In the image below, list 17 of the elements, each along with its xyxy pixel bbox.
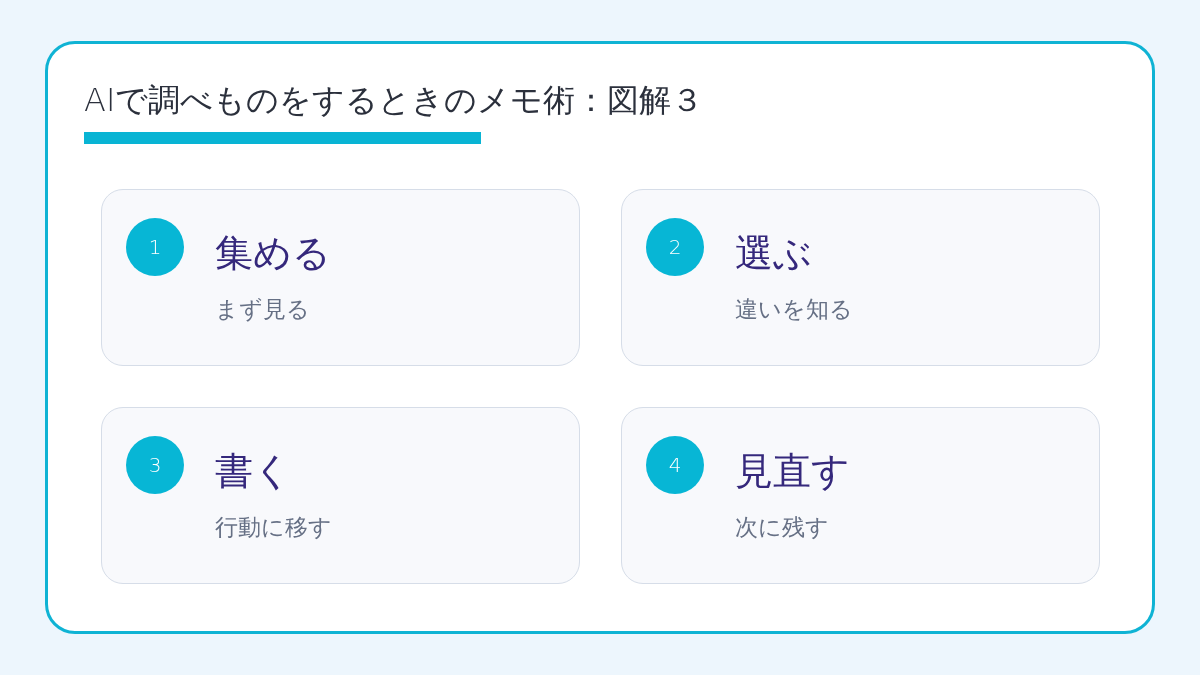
step-title: 集める [215, 230, 331, 276]
step-card [621, 407, 1100, 584]
step-card [621, 189, 1100, 366]
step-title: 選ぶ [735, 230, 812, 276]
step-number-badge: 4 [646, 436, 704, 494]
step-title: 書く [215, 448, 292, 494]
step-subtitle: 行動に移す [215, 513, 332, 542]
step-number-badge: 3 [126, 436, 184, 494]
step-subtitle: まず見る [215, 295, 310, 324]
step-subtitle: 次に残す [735, 513, 829, 542]
diagram-title: AIで調べものをするときのメモ術：図解３ [84, 80, 704, 121]
step-subtitle: 違いを知る [735, 295, 853, 324]
step-card [101, 407, 580, 584]
step-card [101, 189, 580, 366]
step-number-badge: 1 [126, 218, 184, 276]
step-number-badge: 2 [646, 218, 704, 276]
step-title: 見直す [735, 448, 850, 494]
